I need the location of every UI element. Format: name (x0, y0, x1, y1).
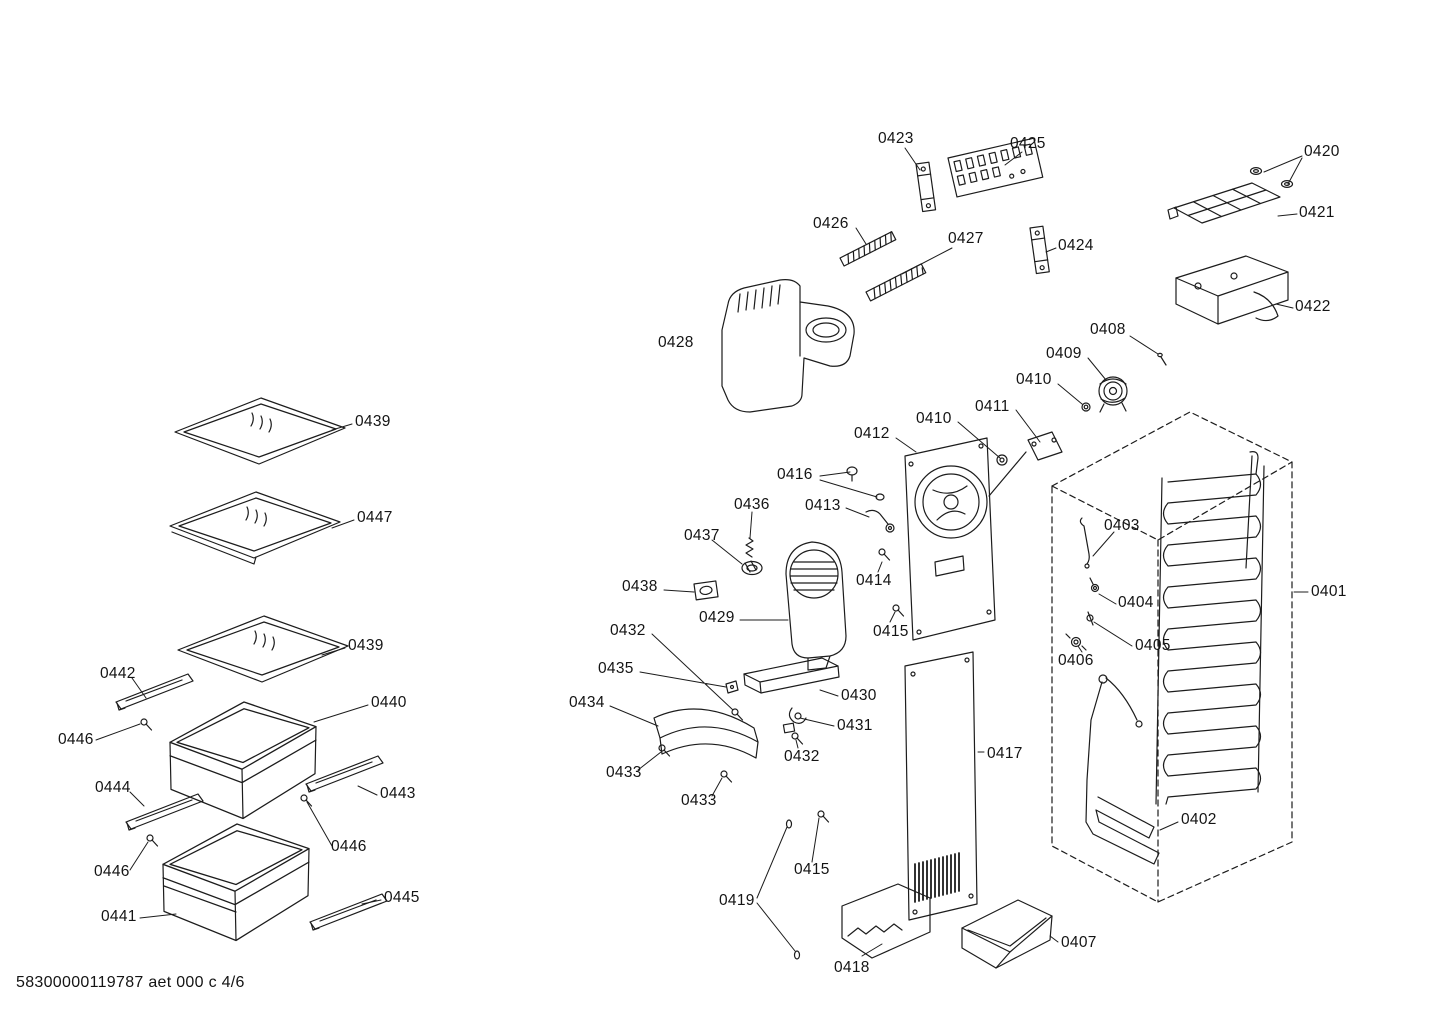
part-label-0436: 0436 (734, 496, 770, 513)
pin-0419-lower (793, 950, 801, 960)
part-label-0446: 0446 (94, 863, 130, 880)
part-label-0408: 0408 (1090, 321, 1126, 338)
part-label-0432: 0432 (784, 748, 820, 765)
part-label-0427: 0427 (948, 230, 984, 247)
air-duct-housing-0428 (721, 279, 855, 413)
part-label-0402: 0402 (1181, 811, 1217, 828)
cover-strip-0427 (865, 263, 927, 302)
part-label-0428: 0428 (658, 334, 694, 351)
part-label-0412: 0412 (854, 425, 890, 442)
part-label-0419: 0419 (719, 892, 755, 909)
part-label-0403: 0403 (1104, 517, 1140, 534)
cover-strip-0426 (839, 231, 897, 267)
disc-0437 (741, 560, 763, 576)
fitting-0405 (1086, 611, 1094, 626)
part-label-0430: 0430 (841, 687, 877, 704)
drain-tray-0407 (961, 899, 1053, 969)
fan-panel-0412 (904, 437, 996, 641)
part-label-0415: 0415 (794, 861, 830, 878)
sensor-0438 (693, 580, 719, 601)
part-label-0425: 0425 (1010, 135, 1046, 152)
motor-bracket-0411 (1027, 431, 1063, 461)
clamp-0435 (725, 680, 739, 694)
part-label-0410: 0410 (1016, 371, 1052, 388)
shield-0418 (841, 883, 931, 959)
fitting-0404 (1089, 577, 1100, 593)
part-label-0446: 0446 (331, 838, 367, 855)
part-label-0441: 0441 (101, 908, 137, 925)
part-label-0431: 0431 (837, 717, 873, 734)
defrost-heater-0402 (1085, 674, 1160, 865)
part-label-0417: 0417 (987, 745, 1023, 762)
bracket-0423 (915, 161, 937, 213)
part-label-0446: 0446 (58, 731, 94, 748)
part-label-0443: 0443 (380, 785, 416, 802)
part-label-0447: 0447 (357, 509, 393, 526)
part-label-0424: 0424 (1058, 237, 1094, 254)
part-label-0442: 0442 (100, 665, 136, 682)
part-label-0429: 0429 (699, 609, 735, 626)
ice-maker-0422 (1175, 255, 1289, 325)
capillary-0403 (1079, 517, 1090, 569)
pin-0419-upper (785, 819, 793, 829)
part-label-0404: 0404 (1118, 594, 1154, 611)
part-label-0401: 0401 (1311, 583, 1347, 600)
defrost-thermostat-0406 (1065, 633, 1087, 651)
part-label-0445: 0445 (384, 889, 420, 906)
part-label-0438: 0438 (622, 578, 658, 595)
part-label-0434: 0434 (569, 694, 605, 711)
part-label-0405: 0405 (1135, 637, 1171, 654)
part-label-0416: 0416 (777, 466, 813, 483)
part-label-0444: 0444 (95, 779, 131, 796)
air-channel-0430 (743, 657, 840, 734)
part-label-0413: 0413 (805, 497, 841, 514)
part-label-0409: 0409 (1046, 345, 1082, 362)
part-label-0406: 0406 (1058, 652, 1094, 669)
bracket-0413 (865, 509, 895, 533)
part-label-0422: 0422 (1295, 298, 1331, 315)
back-panel-0417 (904, 651, 978, 921)
part-label-0437: 0437 (684, 527, 720, 544)
evaporator-0401 (1155, 451, 1265, 805)
part-label-0421: 0421 (1299, 204, 1335, 221)
duct-cover-0429 (785, 541, 847, 671)
part-label-0411: 0411 (975, 398, 1010, 415)
document-number: 58300000119787 aet 000 c 4/6 (16, 974, 245, 991)
part-label-0439: 0439 (355, 413, 391, 430)
ice-tray-0421 (1167, 182, 1281, 224)
power-module-0425 (947, 137, 1044, 198)
fan-motor-0409 (1098, 376, 1128, 413)
screw-0408 (1157, 352, 1167, 366)
part-label-0426: 0426 (813, 215, 849, 232)
part-label-0433: 0433 (606, 764, 642, 781)
part-label-0439: 0439 (348, 637, 384, 654)
part-label-0433: 0433 (681, 792, 717, 809)
part-label-0420: 0420 (1304, 143, 1340, 160)
part-label-0410: 0410 (916, 410, 952, 427)
part-label-0440: 0440 (371, 694, 407, 711)
part-label-0423: 0423 (878, 130, 914, 147)
grommet-0410 (996, 454, 1008, 466)
leader-lines (95, 147, 1309, 957)
freezer-drawer-0441 (162, 823, 310, 942)
part-label-0435: 0435 (598, 660, 634, 677)
fan-shaft (988, 451, 1027, 497)
part-label-0407: 0407 (1061, 934, 1097, 951)
bracket-0424 (1029, 225, 1050, 275)
part-label-0418: 0418 (834, 959, 870, 976)
spring-0436 (745, 537, 754, 558)
part-label-0432: 0432 (610, 622, 646, 639)
glass-shelf-0447 (169, 491, 341, 565)
part-label-0414: 0414 (856, 572, 892, 589)
washer-0410 (1081, 402, 1091, 412)
part-label-0415: 0415 (873, 623, 909, 640)
